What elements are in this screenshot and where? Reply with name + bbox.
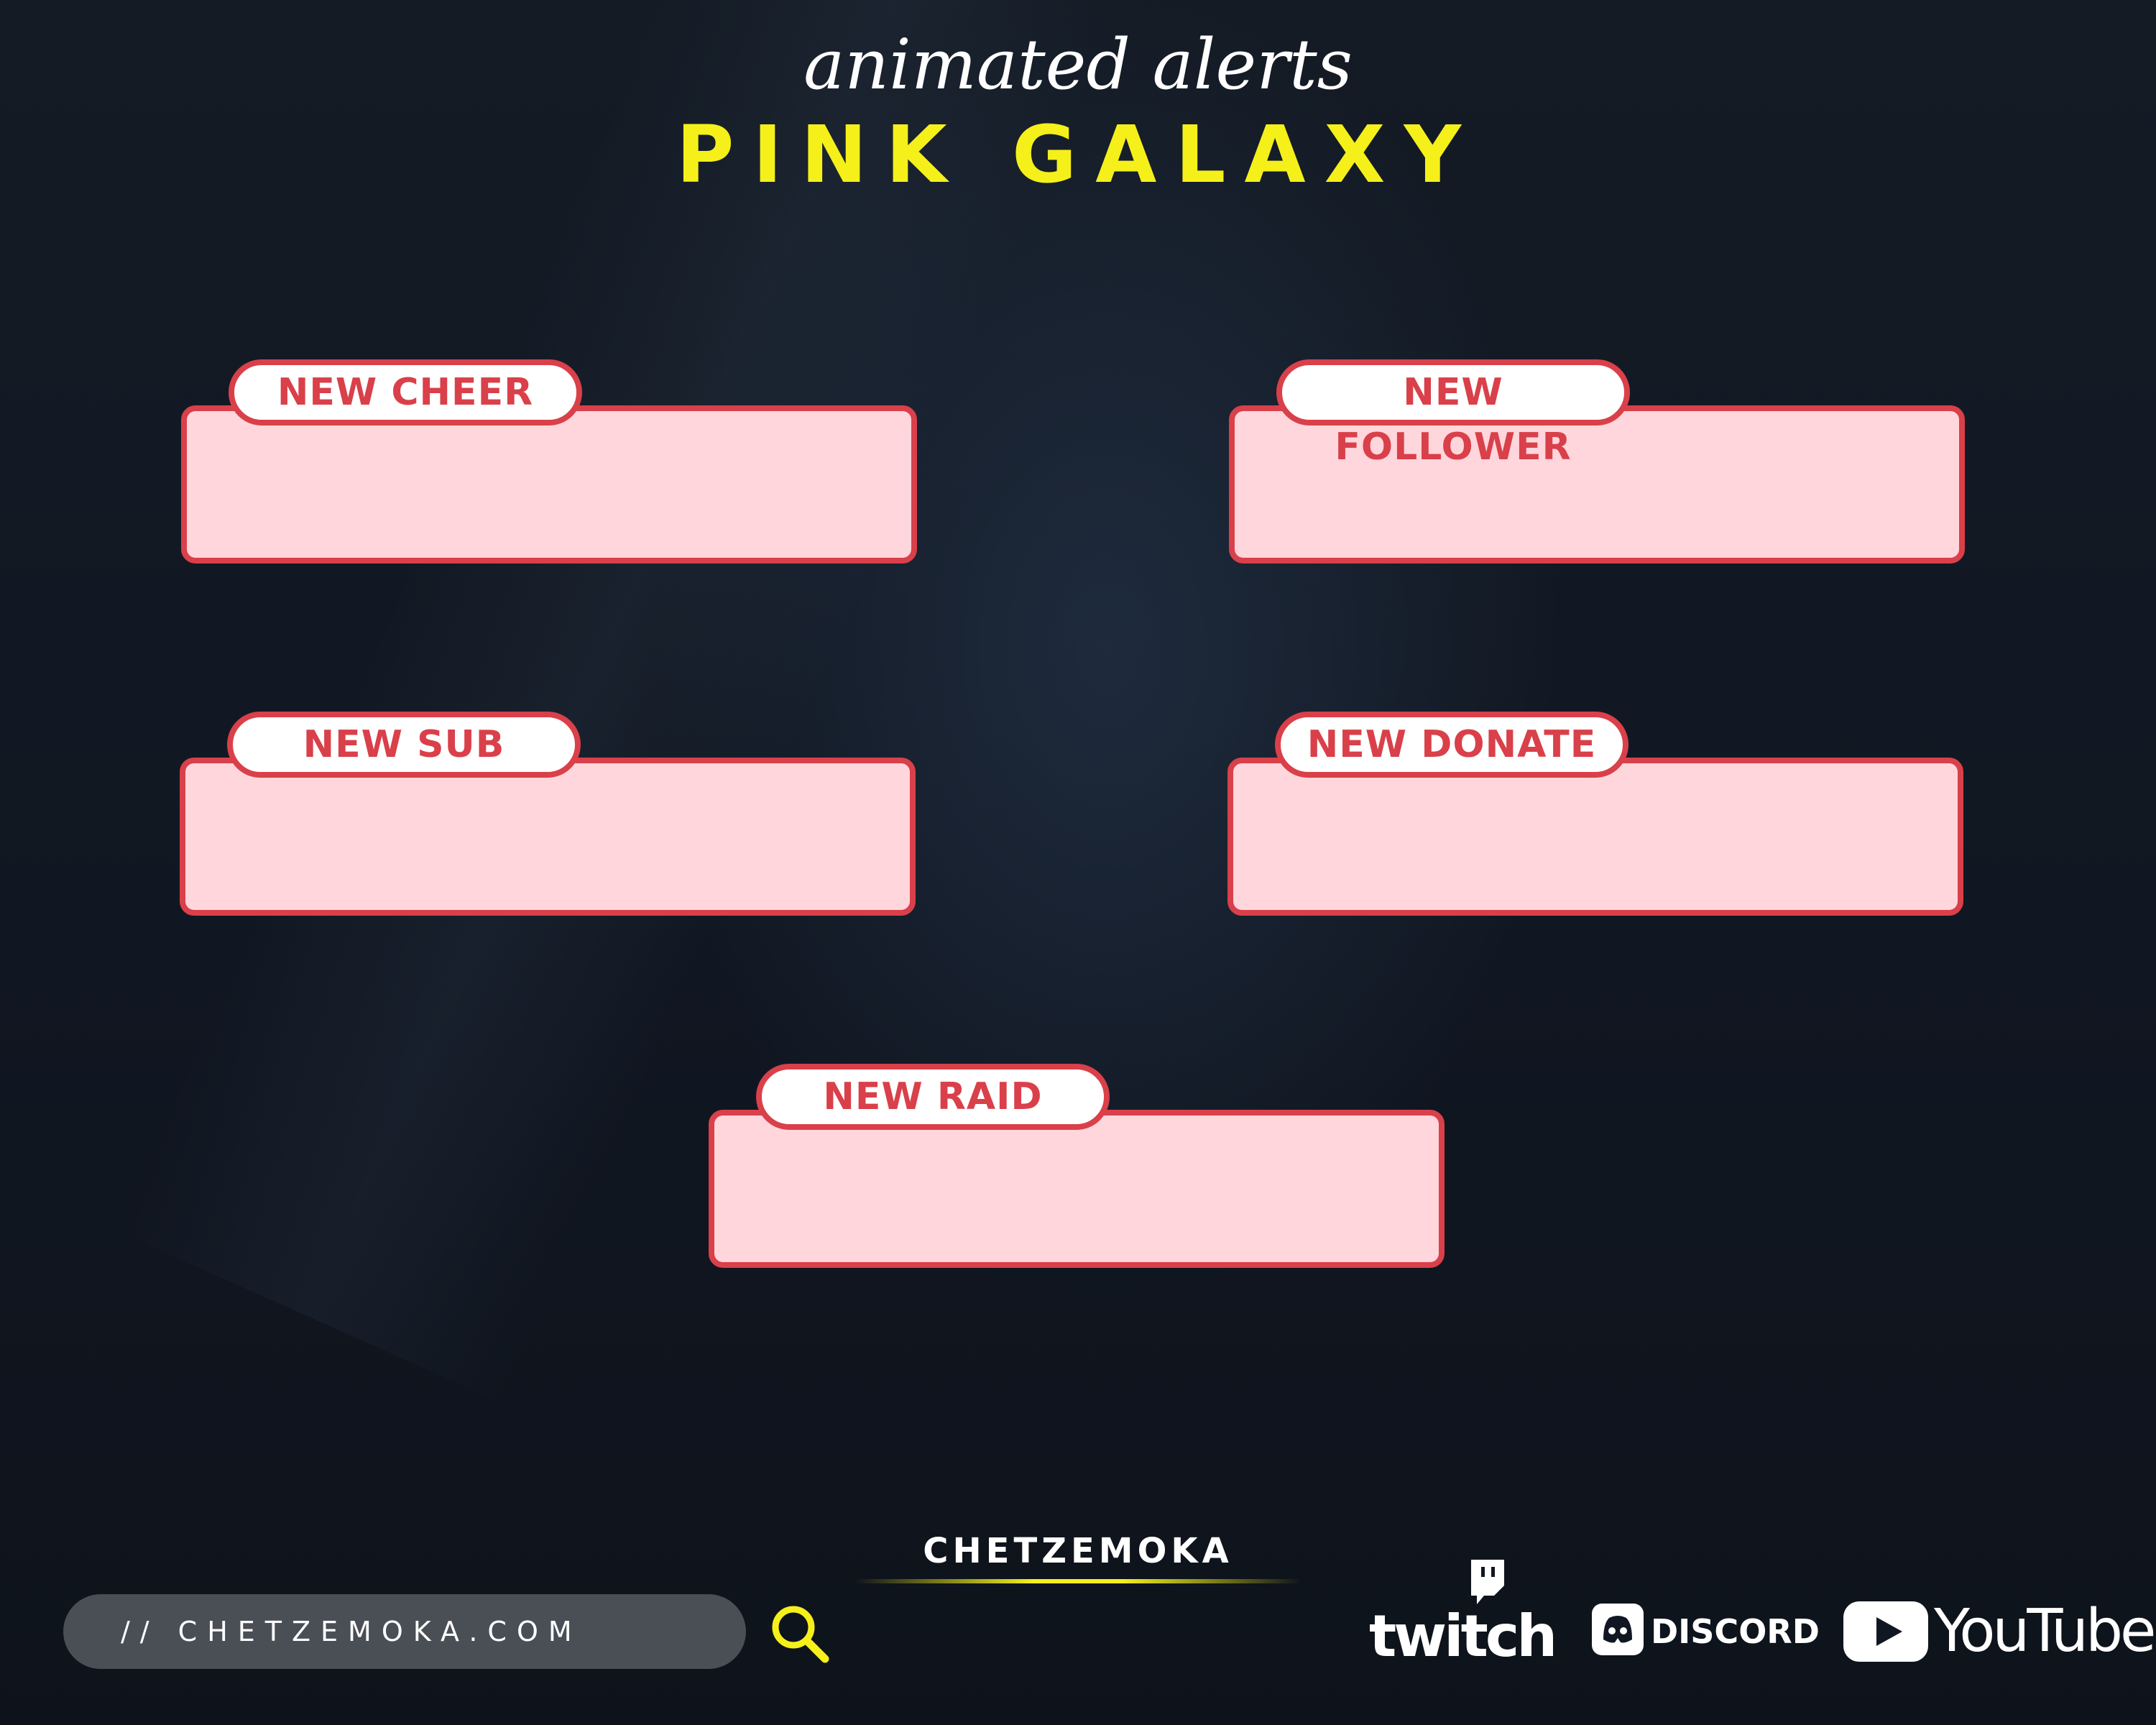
brand-underline [855,1579,1301,1583]
discord-icon [1592,1604,1644,1655]
youtube-wordmark: YouTube [1934,1597,2156,1665]
youtube-logo[interactable]: YouTube [1843,1597,2156,1666]
alert-new-follower: NEW FOLLOWER [1229,359,1976,564]
alert-box [180,758,916,916]
alert-new-raid: NEW RAID [709,1064,1456,1268]
alert-new-cheer: NEW CHEER [181,359,929,564]
page-title: PINK GALAXY [676,109,1480,201]
alert-label: NEW DONATE [1275,712,1628,778]
website-url[interactable]: // CHETZEMOKA.COM [121,1616,582,1647]
alert-box [709,1110,1445,1268]
alert-label: NEW CHEER [229,359,582,426]
twitch-logo[interactable]: twitch [1369,1560,1557,1668]
search-icon[interactable] [768,1601,832,1666]
twitch-wordmark: twitch [1369,1603,1557,1670]
alert-new-sub: NEW SUB [180,712,927,916]
youtube-play-icon [1843,1601,1928,1662]
discord-wordmark: DISCORD [1651,1612,1820,1651]
discord-logo[interactable]: DISCORD [1592,1599,1820,1664]
alert-label: NEW FOLLOWER [1276,359,1630,469]
alert-label: NEW RAID [756,1064,1110,1130]
alert-box [1227,758,1963,916]
alert-box [181,405,917,564]
twitch-glitch-icon [1471,1560,1504,1604]
page-subtitle: animated alerts [803,24,1353,105]
alert-label: NEW SUB [227,712,581,778]
alert-new-donate: NEW DONATE [1227,712,1975,916]
website-bar[interactable]: // CHETZEMOKA.COM [63,1594,746,1669]
brand-name: CHETZEMOKA [923,1531,1233,1571]
